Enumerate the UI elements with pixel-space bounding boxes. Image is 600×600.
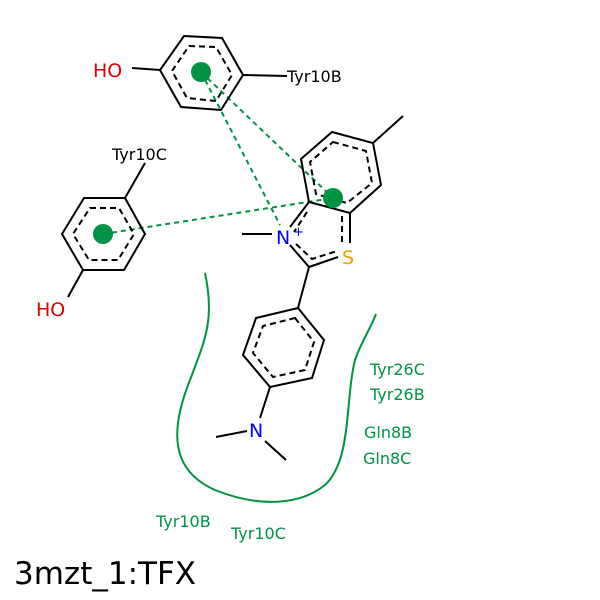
- left-hydroxyl-label: HO: [36, 299, 65, 321]
- charge-label: +: [293, 225, 304, 240]
- cation-pi-line: [200, 71, 281, 226]
- residue-label: Tyr26C: [369, 360, 425, 379]
- bond: [297, 266, 310, 309]
- residue-label: Gln8C: [363, 449, 411, 468]
- benzene-ring-aromatic: [308, 140, 374, 205]
- bond: [215, 430, 248, 438]
- bond: [259, 386, 271, 419]
- residue-label: Gln8B: [364, 423, 412, 442]
- bond: [124, 162, 146, 199]
- tyr10c-ring-label: Tyr10C: [111, 145, 167, 164]
- bond: [289, 244, 310, 268]
- amine-nitrogen-label: N: [249, 420, 263, 442]
- sulfur-label: S: [342, 247, 354, 269]
- residue-label: Tyr10B: [155, 512, 211, 531]
- pi-stacking-line: [200, 71, 334, 199]
- bond: [308, 256, 339, 268]
- ring-centroid-dot: [93, 224, 113, 244]
- bond: [264, 440, 287, 461]
- phenyl-ring-aromatic: [251, 316, 316, 379]
- residue-label: Tyr26B: [369, 385, 425, 404]
- ring-centroid-dot: [323, 188, 343, 208]
- methyl-bond: [372, 115, 404, 144]
- bond: [67, 269, 84, 298]
- bond: [242, 74, 288, 77]
- top-hydroxyl-label: HO: [93, 60, 122, 82]
- tyr10b-ring-label: Tyr10B: [286, 67, 342, 86]
- hydrophobic-contour: [176, 272, 377, 503]
- diagram-title: 3mzt_1:TFX: [14, 556, 196, 592]
- thiazole-aromatic: [295, 243, 338, 261]
- residue-label: Tyr10C: [230, 524, 286, 543]
- ring-centroid-dot: [191, 62, 211, 82]
- nitrogen-cation-label: N: [276, 227, 290, 249]
- thiazole-aromatic: [293, 211, 308, 233]
- bond: [131, 67, 161, 71]
- bond: [289, 201, 310, 228]
